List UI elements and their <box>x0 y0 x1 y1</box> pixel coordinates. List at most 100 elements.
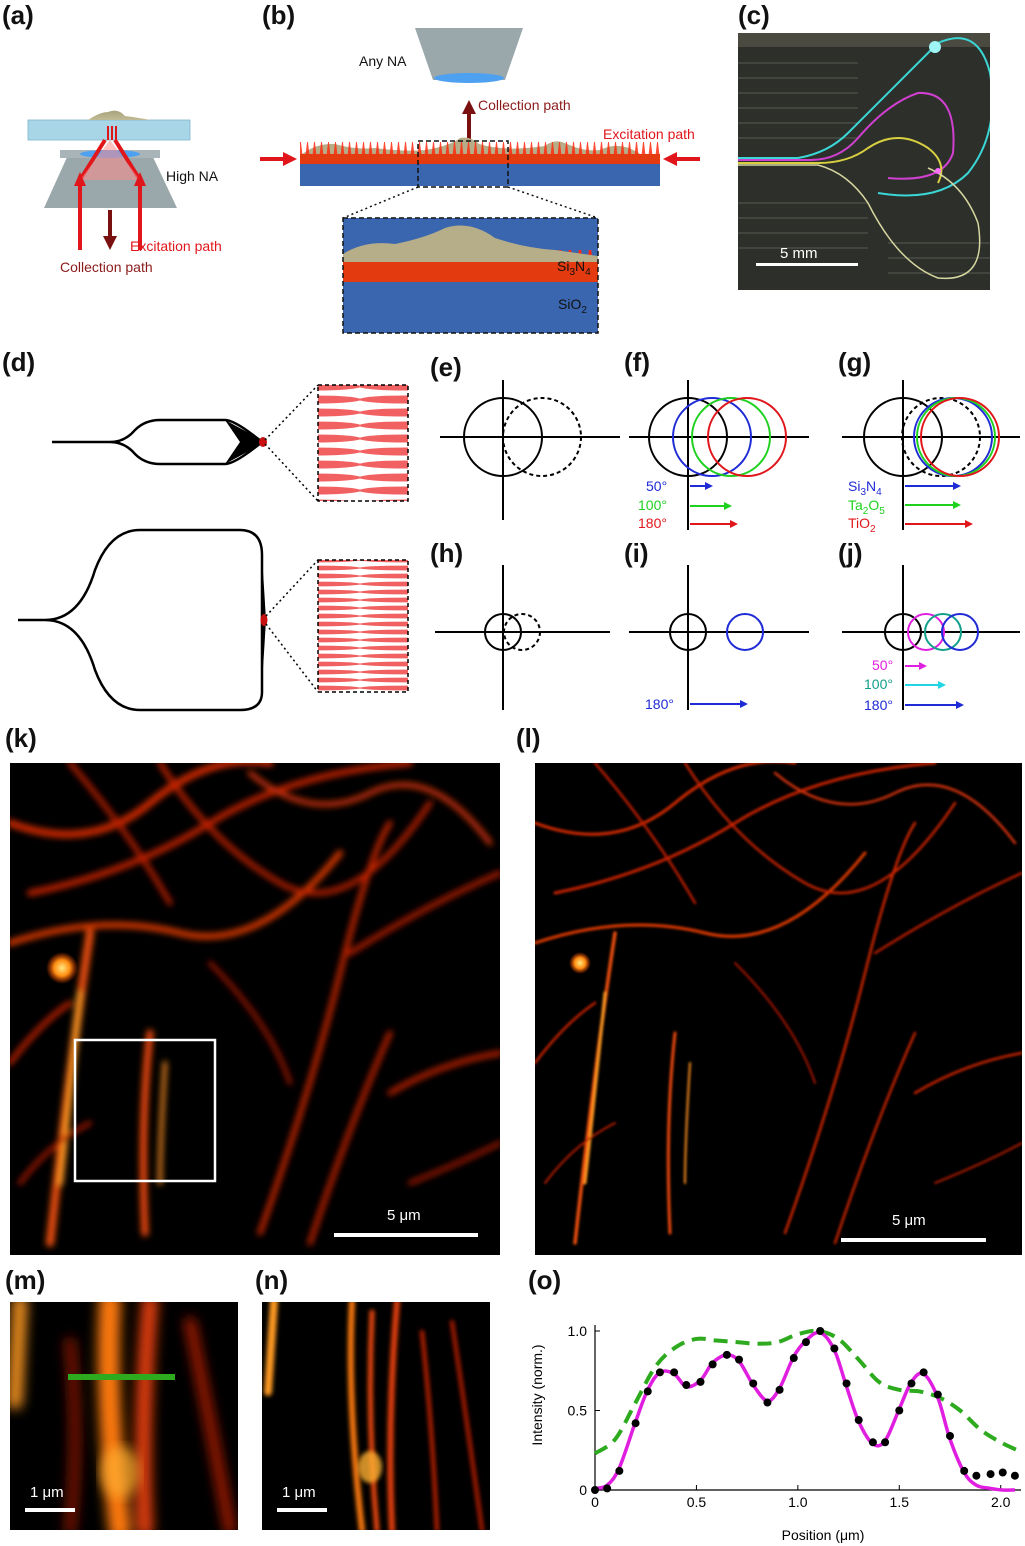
panel-k-micrograph: 5 μm <box>10 763 500 1255</box>
g-material-si3n4: Si3N4 <box>848 478 882 498</box>
panel-e-fourier <box>440 380 620 520</box>
panel-k-filaments <box>10 763 500 1247</box>
panel-a-diagram <box>27 110 191 250</box>
excitation-path-label-a: Excitation path <box>130 238 222 254</box>
si3n4-si: Si <box>557 258 570 274</box>
g-mat2-s1: 2 <box>870 523 876 535</box>
panel-o-intensity-chart: Intensity (norm.) Position (μm) 0 0.5 1.0 1… <box>529 1323 1022 1543</box>
panel-l-scale-label: 5 μm <box>892 1212 926 1229</box>
data-point <box>708 1360 717 1369</box>
panel-l-scale-bar <box>841 1238 986 1242</box>
panel-label-h: (h) <box>430 538 464 568</box>
data-point <box>603 1484 612 1493</box>
data-point <box>722 1350 731 1359</box>
g-mat1-mid: O <box>868 497 880 513</box>
collection-path-label-a: Collection path <box>60 259 153 275</box>
panel-label-f: (f) <box>624 347 650 377</box>
panel-label-m: (m) <box>5 1265 46 1295</box>
panel-n-filaments <box>264 1302 484 1530</box>
data-point <box>960 1466 969 1475</box>
data-point <box>868 1438 877 1447</box>
data-point <box>696 1377 705 1386</box>
sio2-base: SiO <box>558 296 582 312</box>
collection-path-label-b: Collection path <box>478 97 571 113</box>
panel-label-o: (o) <box>528 1265 562 1295</box>
panel-n-scale-bar <box>277 1508 327 1512</box>
data-point <box>986 1470 995 1479</box>
data-point <box>631 1419 640 1428</box>
f-angle-180: 180° <box>638 515 667 531</box>
panel-label-j: (j) <box>838 538 863 568</box>
data-point <box>919 1368 928 1377</box>
data-point <box>933 1390 942 1399</box>
data-point <box>972 1471 981 1480</box>
f-angle-100: 100° <box>638 497 667 513</box>
si3n4-sub1: 3 <box>569 266 576 278</box>
chart-series <box>591 1327 1022 1494</box>
panel-f-fourier <box>629 380 809 530</box>
g-mat1-s1: 2 <box>862 505 869 517</box>
panel-label-l: (l) <box>516 723 541 753</box>
g-material-tio2: TiO2 <box>848 515 876 535</box>
chart-ylabel: Intensity (norm.) <box>529 1344 545 1445</box>
panel-j-fourier <box>842 565 1020 710</box>
panel-label-n: (n) <box>255 1265 289 1295</box>
x-tick-label: 2.0 <box>991 1494 1011 1510</box>
panel-c-chip-photo <box>738 33 990 290</box>
any-na-label: Any NA <box>359 53 407 69</box>
j-angle-100: 100° <box>864 676 893 692</box>
data-point <box>615 1466 624 1475</box>
panel-label-a: (a) <box>2 0 34 30</box>
excitation-path-label-b: Excitation path <box>603 126 695 142</box>
i-angle-180: 180° <box>645 696 674 712</box>
data-point <box>775 1385 784 1394</box>
panel-b-diagram <box>260 28 700 334</box>
chart-xlabel: Position (μm) <box>782 1527 865 1543</box>
panel-c-scale-label: 5 mm <box>780 245 818 262</box>
panel-m-zoom: 1 μm <box>10 1302 238 1530</box>
data-point <box>735 1355 744 1364</box>
y-tick-label: 0 <box>579 1482 587 1498</box>
data-point <box>591 1486 599 1494</box>
sio2-label: SiO2 <box>558 296 587 316</box>
panel-d-waveguides <box>18 384 409 712</box>
panel-label-c: (c) <box>738 0 770 30</box>
data-point <box>789 1354 798 1363</box>
si3n4-label: Si3N4 <box>557 258 591 278</box>
panel-label-e: (e) <box>430 352 462 382</box>
j-angle-50: 50° <box>872 657 894 673</box>
g-mat0-s1: 3 <box>860 486 867 498</box>
data-point <box>881 1438 890 1447</box>
g-mat2-base: TiO <box>848 515 871 531</box>
panel-label-k: (k) <box>5 723 37 753</box>
sio2-sub: 2 <box>581 304 587 316</box>
panel-k-scale-label: 5 μm <box>387 1207 421 1224</box>
y-tick-label: 1.0 <box>568 1323 588 1339</box>
g-mat0-s2: 4 <box>876 486 882 498</box>
si3n4-sub2: 4 <box>585 266 591 278</box>
panel-m-scale-label: 1 μm <box>30 1484 64 1501</box>
g-material-ta2o5: Ta2O5 <box>848 497 885 517</box>
data-point <box>907 1379 916 1388</box>
panel-k-scale-bar <box>334 1233 478 1237</box>
data-point <box>643 1387 652 1396</box>
data-point <box>763 1398 772 1407</box>
j-angle-180: 180° <box>864 697 893 713</box>
data-point <box>670 1368 679 1377</box>
data-point <box>895 1406 904 1415</box>
series-widefield-dashed <box>593 1328 1022 1456</box>
data-point <box>801 1338 810 1347</box>
data-point <box>816 1327 825 1335</box>
y-tick-label: 0.5 <box>568 1403 588 1419</box>
data-point <box>749 1379 758 1388</box>
x-tick-label: 1.5 <box>890 1494 910 1510</box>
g-mat0-base: Si <box>848 478 861 494</box>
si3n4-n: N <box>575 258 586 274</box>
g-mat1-s2: 5 <box>879 505 885 517</box>
panel-i-fourier <box>629 565 809 710</box>
data-point <box>998 1468 1007 1477</box>
panel-m-scale-bar <box>25 1508 75 1512</box>
panel-label-i: (i) <box>624 538 649 568</box>
g-mat1-base: Ta <box>848 497 863 513</box>
